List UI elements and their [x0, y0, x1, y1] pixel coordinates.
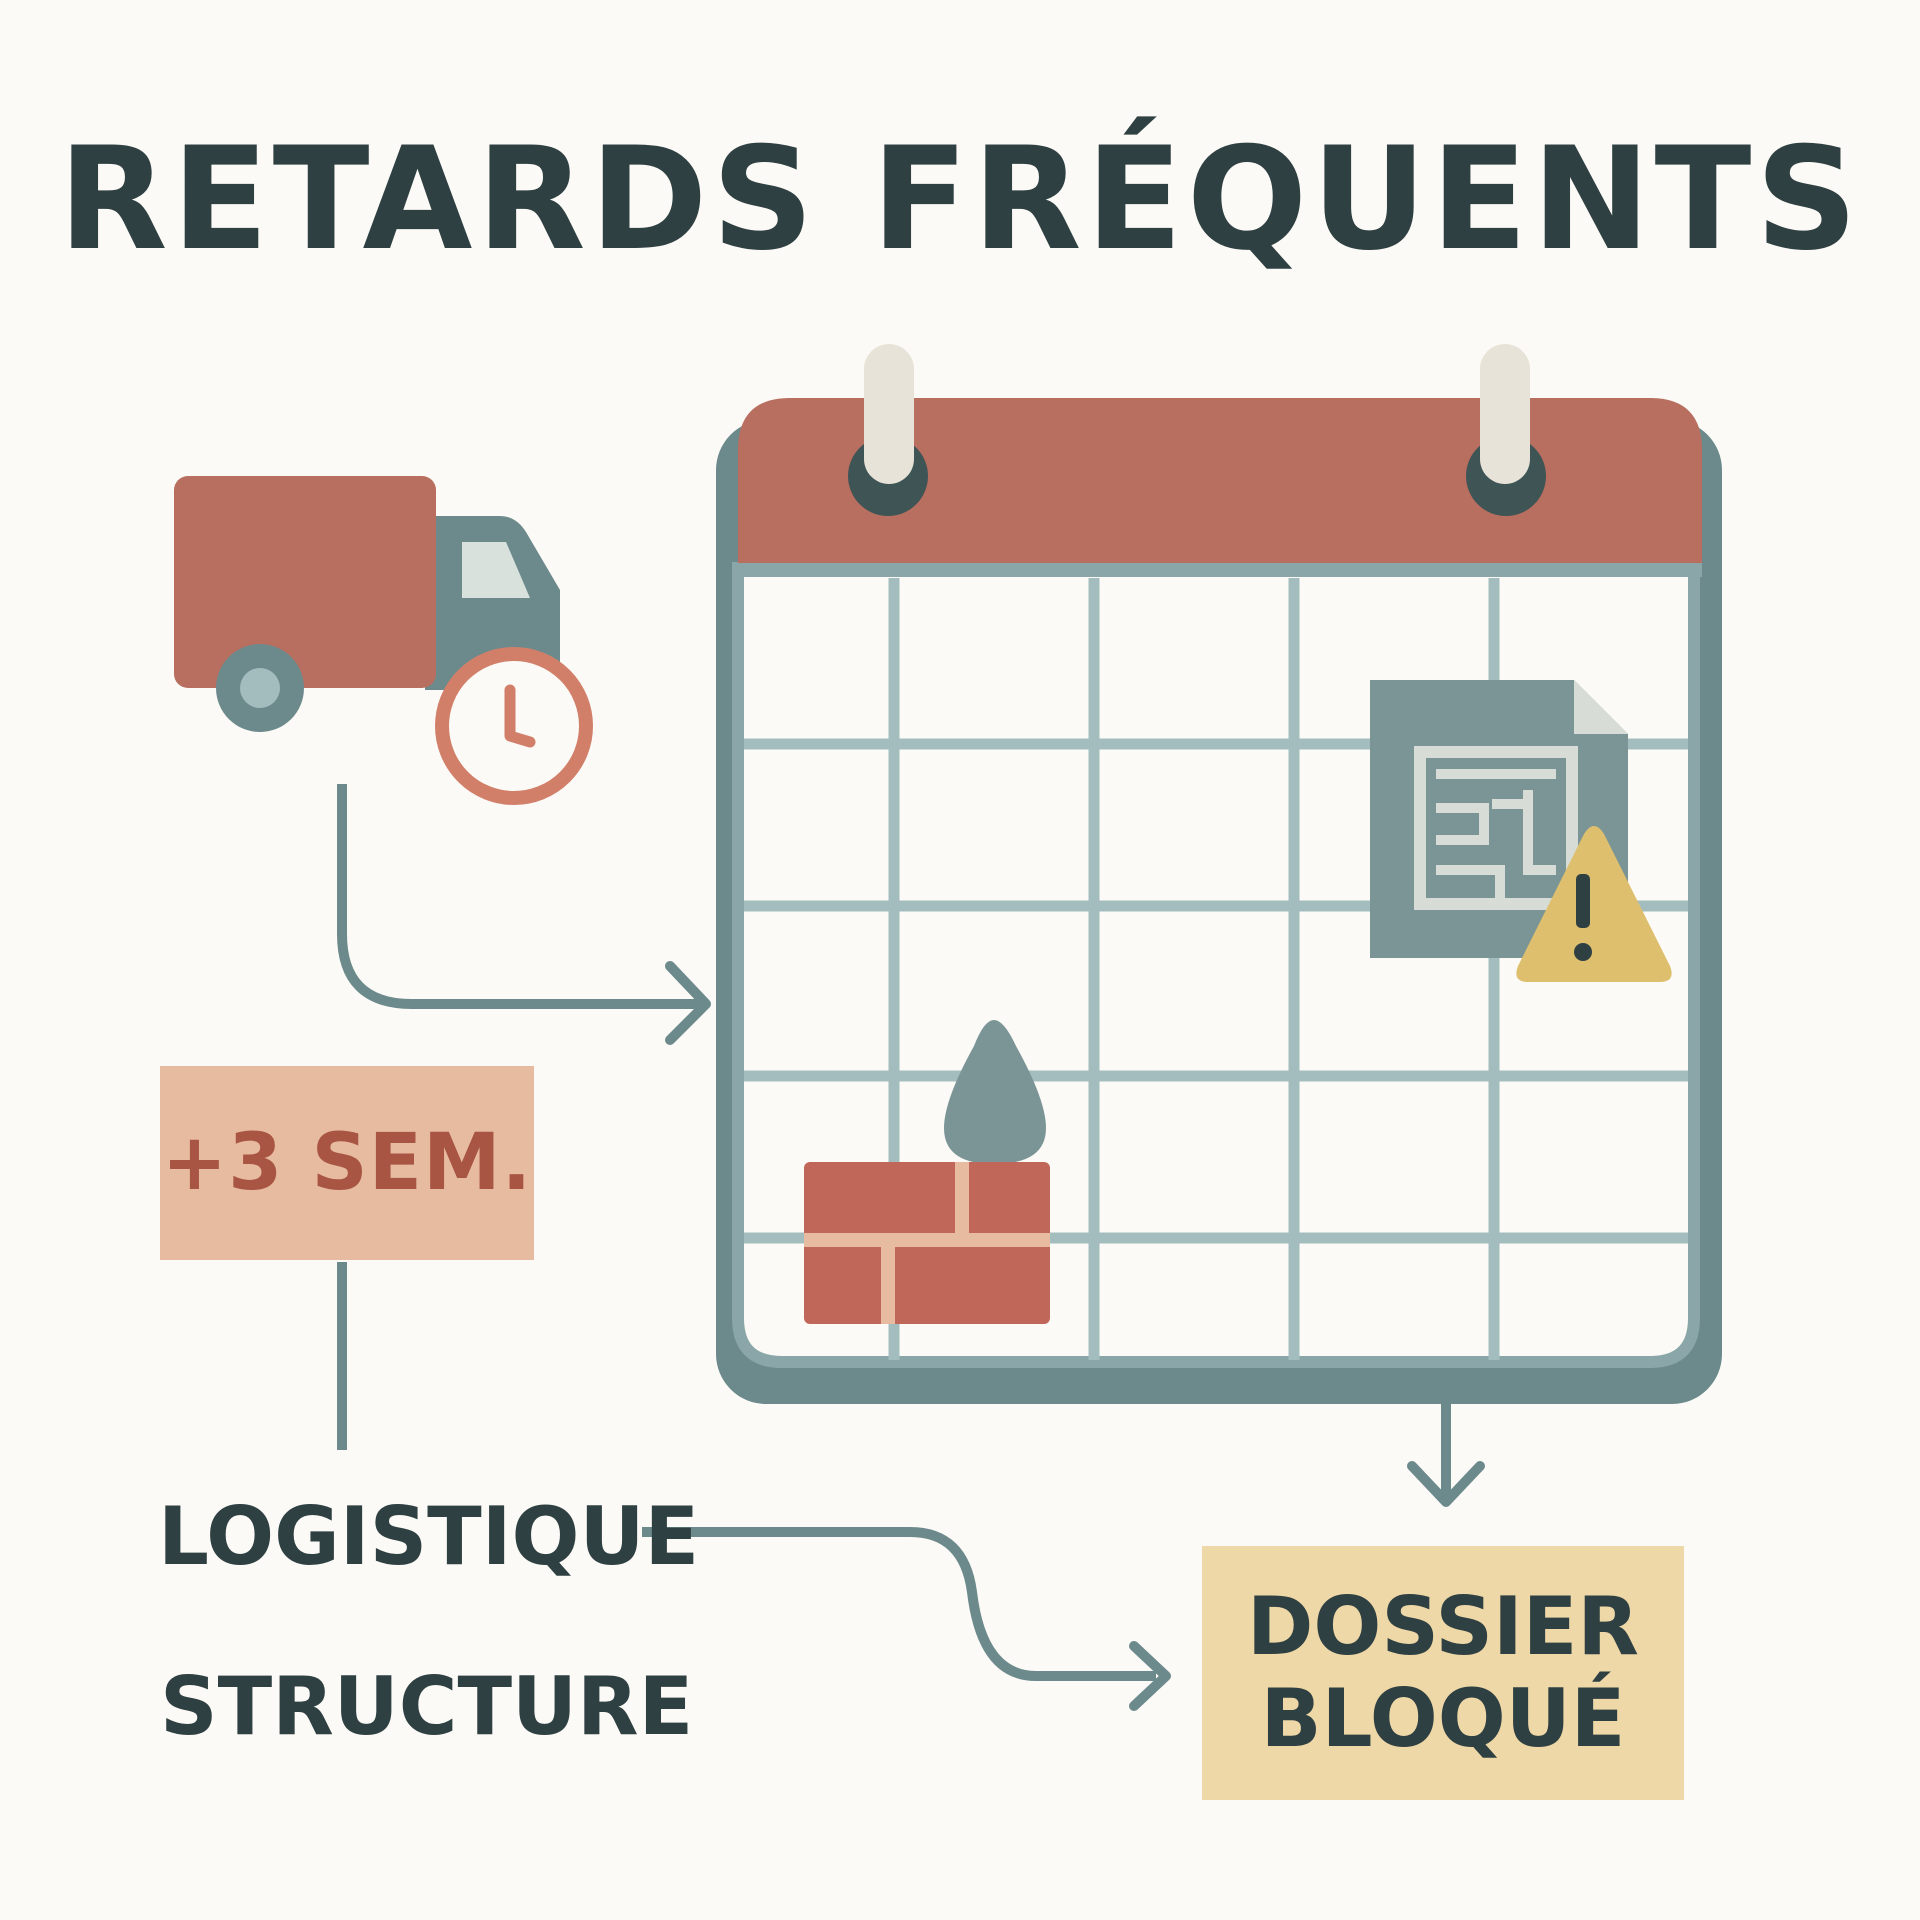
label-logistique: LOGISTIQUE — [158, 1490, 700, 1583]
clock-icon — [435, 647, 593, 805]
delay-badge: +3 SEM. — [160, 1066, 534, 1260]
logistique-to-blocked-connector — [642, 1527, 1156, 1681]
arrowhead-right-icon — [665, 961, 711, 1045]
label-structure: STRUCTURE — [160, 1660, 694, 1753]
blocked-file-box: DOSSIER BLOQUÉ — [1202, 1546, 1684, 1800]
arrowhead-down-icon — [1407, 1461, 1485, 1507]
arrowhead-right-icon — [1129, 1641, 1171, 1711]
brick-block-icon — [804, 1162, 1050, 1324]
blocked-line-1: DOSSIER — [1246, 1580, 1640, 1673]
page-title: RETARDS FRÉQUENTS — [58, 117, 1862, 282]
blocked-line-2: BLOQUÉ — [1260, 1672, 1626, 1765]
warning-triangle-icon — [1516, 826, 1672, 982]
truck-to-calendar-connector — [337, 784, 702, 1009]
delay-badge-text: +3 SEM. — [161, 1118, 533, 1208]
water-drop-icon — [944, 1020, 1046, 1164]
delivery-truck-icon — [174, 476, 560, 732]
